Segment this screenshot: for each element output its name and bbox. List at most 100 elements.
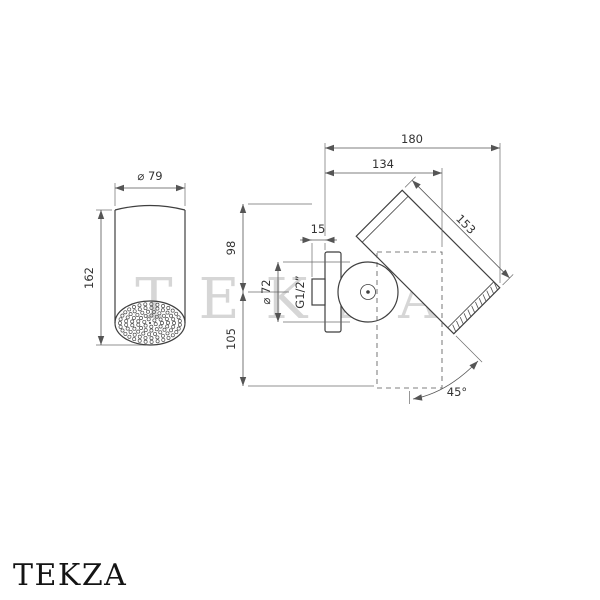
extension-line — [502, 274, 514, 286]
dim-lower-height: 105 — [224, 291, 374, 387]
spray-hole — [123, 310, 128, 315]
spray-hole — [125, 326, 130, 331]
spray-hole — [125, 315, 130, 320]
spray-hole — [139, 316, 143, 320]
spray-hole — [123, 331, 128, 336]
spray-hole — [149, 313, 154, 318]
spray-face — [114, 300, 186, 346]
face-hatch-tick — [463, 313, 468, 321]
spray-hole — [177, 319, 182, 323]
brand-logo: TEKZA — [13, 558, 128, 593]
spray-hole — [140, 310, 145, 315]
spray-hole — [118, 324, 123, 329]
spray-hole — [153, 331, 157, 336]
spray-hole — [143, 302, 148, 307]
face-hatch — [452, 282, 498, 332]
face-hatch-tick — [471, 305, 475, 313]
spray-hole — [143, 339, 148, 344]
face-hatch-tick — [494, 282, 498, 290]
front-diameter-label: ⌀ 79 — [137, 169, 162, 183]
spray-hole — [166, 320, 170, 325]
spray-hole — [160, 333, 165, 338]
spray-hole — [164, 317, 169, 321]
spray-hole — [165, 310, 170, 315]
spray-hole — [158, 330, 163, 335]
spray-hole — [127, 307, 132, 312]
swivel-angle-label: 45° — [447, 385, 467, 399]
spray-hole — [132, 305, 136, 309]
spray-hole — [170, 308, 175, 313]
front-diameter-dimension: ⌀ 79 — [114, 169, 186, 206]
thread-label: G1/2” — [293, 275, 307, 308]
dimension-line — [411, 180, 510, 279]
spray-hole — [120, 328, 125, 333]
spray-hole — [160, 321, 164, 325]
spray-hole — [131, 315, 136, 320]
cap-seam — [361, 195, 409, 243]
spray-hole — [177, 322, 182, 327]
extension-line — [404, 176, 416, 188]
overall-depth-label: 180 — [401, 132, 423, 146]
spray-hole — [176, 315, 181, 320]
spray-hole — [154, 327, 159, 332]
spray-hole — [143, 335, 148, 340]
spray-hole — [132, 309, 137, 314]
spray-hole — [142, 319, 147, 324]
spray-hole — [143, 313, 148, 318]
spray-hole — [157, 311, 162, 316]
spray-hole — [132, 326, 137, 331]
angle-arc — [412, 360, 479, 401]
spray-hole — [128, 312, 133, 317]
spray-hole — [149, 328, 154, 333]
spray-hole — [166, 306, 171, 310]
face-hatch-tick — [482, 294, 487, 302]
spray-hole — [128, 329, 133, 334]
spray-hole — [148, 321, 152, 325]
spray-hole — [171, 324, 176, 329]
spray-hole — [162, 327, 167, 332]
dim-inlet-offset: 15 — [300, 222, 337, 277]
spray-hole — [172, 321, 176, 325]
head-alternate-position — [376, 251, 443, 389]
spray-hole — [149, 305, 154, 310]
face-seam — [447, 281, 495, 329]
face-hatch-tick — [475, 301, 479, 309]
front-height-label: 162 — [82, 267, 96, 289]
face-hatch-tick — [490, 286, 494, 294]
spray-hole — [153, 322, 158, 327]
spray-hole — [124, 322, 129, 327]
spray-hole — [149, 302, 154, 307]
dim-joint-diameter: ⌀ 72 — [259, 261, 350, 323]
spray-hole — [146, 317, 151, 322]
spray-hole — [137, 334, 142, 339]
spray-hole — [130, 319, 135, 324]
spray-hole — [124, 319, 129, 324]
spray-hole — [137, 338, 142, 343]
spray-hole — [137, 307, 142, 312]
spray-hole — [155, 335, 160, 340]
spray-hole — [171, 317, 176, 322]
joint-center-dot — [366, 290, 370, 294]
spray-hole — [151, 309, 156, 314]
swivel-angle-annotation: 45° — [409, 335, 483, 404]
face-hatch-tick — [459, 316, 464, 324]
spray-hole — [139, 326, 143, 330]
face-hatch-tick — [467, 309, 472, 317]
spray-hole — [118, 321, 122, 326]
face-hatch-tick — [478, 298, 483, 305]
spray-hole — [155, 302, 160, 307]
spray-hole — [127, 334, 132, 339]
spray-hole — [169, 313, 173, 318]
ball-joint — [337, 261, 399, 323]
face-hatch-tick — [456, 320, 460, 328]
spray-hole — [132, 332, 137, 337]
spray-hole — [146, 309, 150, 314]
spray-holes — [118, 302, 182, 344]
spray-hole — [176, 326, 181, 331]
front-view: ⌀ 79 162 — [82, 169, 186, 346]
spray-hole — [143, 306, 148, 311]
spray-hole — [136, 329, 141, 334]
spray-hole — [120, 313, 125, 318]
